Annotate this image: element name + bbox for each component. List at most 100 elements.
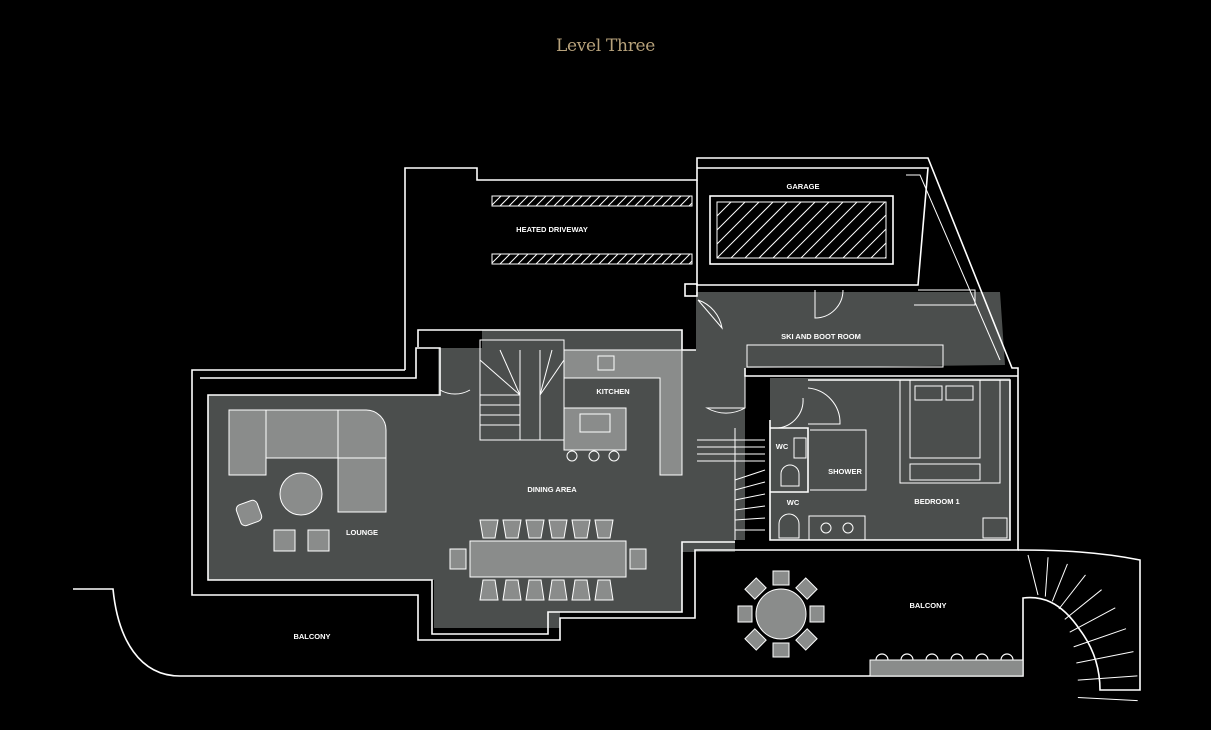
pillow — [914, 385, 943, 401]
ski-bench — [746, 344, 944, 368]
vanity — [808, 515, 866, 541]
hatch-line — [535, 253, 547, 265]
hatch-line — [625, 253, 637, 265]
side-table — [273, 529, 296, 552]
hatch-line — [580, 253, 592, 265]
door-garage[interactable] — [814, 289, 844, 319]
hatch-line — [870, 242, 887, 259]
dining-chair — [479, 519, 499, 539]
dining-chair — [449, 548, 467, 570]
bed-bench — [909, 463, 981, 481]
door-stair[interactable] — [705, 370, 746, 414]
nightstand — [982, 517, 1008, 539]
hatch-line — [544, 195, 556, 207]
seat — [900, 653, 914, 661]
hatch-border — [491, 253, 693, 265]
coffee-table — [279, 472, 323, 516]
hatch-line — [491, 253, 502, 264]
column — [684, 283, 698, 297]
dining-chair — [502, 519, 522, 539]
basin-icon — [842, 522, 854, 534]
hatch-line — [856, 228, 887, 259]
hatch-border — [491, 195, 693, 207]
balcony-outline — [73, 549, 1141, 691]
dining-chair — [594, 579, 614, 601]
stair-tread — [734, 505, 766, 511]
hatch-line — [670, 195, 682, 207]
label-wc-1: WC — [776, 442, 789, 451]
dining-chair — [629, 548, 647, 570]
hatch-line — [589, 195, 601, 207]
label-kitchen: KITCHEN — [596, 387, 629, 396]
hatch-line — [598, 195, 610, 207]
bed — [909, 379, 981, 459]
hatching — [491, 195, 887, 265]
dining-chair — [571, 579, 591, 601]
balcony-seats — [875, 653, 1014, 661]
hatch-line — [616, 253, 628, 265]
round-table-chair — [772, 642, 790, 658]
door-lounge[interactable] — [439, 360, 471, 395]
label-shower: SHOWER — [828, 467, 862, 476]
stair-tread — [539, 349, 553, 396]
stair-tread — [734, 517, 766, 521]
floor-title: Level Three — [555, 36, 656, 56]
wc-wall — [770, 427, 809, 493]
inner-wall-lounge — [200, 347, 735, 635]
step-line — [1077, 696, 1138, 702]
dining-chairs — [449, 519, 647, 601]
sofa — [228, 409, 387, 513]
hatch-line — [842, 214, 887, 259]
bedroom-floor — [770, 378, 1010, 540]
hatch-line — [730, 201, 788, 259]
stair-tread — [539, 359, 565, 396]
step-line — [1027, 554, 1039, 596]
step-line — [1058, 574, 1086, 610]
hatch-line — [562, 253, 574, 265]
hatch-line — [652, 195, 664, 207]
label-dining-area: DINING AREA — [527, 485, 577, 494]
stair-kitchen — [479, 339, 565, 441]
hatch-line — [758, 201, 816, 259]
step-line — [1077, 675, 1138, 681]
stool — [566, 450, 578, 462]
toilet-icon — [780, 464, 800, 487]
hatch-line — [553, 195, 565, 207]
hatch-line — [508, 195, 520, 207]
step-line — [1073, 628, 1127, 648]
dining-chair — [479, 579, 499, 601]
dining-chair — [571, 519, 591, 539]
hatch-line — [571, 253, 583, 265]
kitchen-wall — [417, 329, 696, 351]
hatch-line — [643, 253, 655, 265]
door-wc[interactable] — [777, 397, 804, 429]
hatch-line — [814, 201, 872, 259]
dining-chair — [502, 579, 522, 601]
seat — [975, 653, 989, 661]
hatch-line — [499, 195, 511, 207]
round-table-chair — [809, 605, 825, 623]
dining-chair — [594, 519, 614, 539]
hatch-border — [716, 201, 887, 259]
hatch-line — [499, 253, 511, 265]
hatch-line — [643, 195, 655, 207]
dining-chair — [525, 519, 545, 539]
round-table-chair — [772, 570, 790, 586]
seat — [1000, 653, 1014, 661]
garage-side-wall — [906, 174, 1001, 361]
hatch-line — [800, 201, 858, 259]
door-bedroom[interactable] — [807, 387, 841, 425]
hatch-line — [661, 253, 673, 265]
round-table-chair — [795, 577, 818, 600]
label-balcony-left: BALCONY — [293, 632, 330, 641]
stair-tread — [734, 469, 766, 481]
hatch-line — [634, 195, 646, 207]
dining-chair — [548, 519, 568, 539]
hatch-line — [716, 201, 746, 231]
hatch-line — [607, 195, 619, 207]
hatch-line — [625, 195, 637, 207]
balcony-steps — [1027, 554, 1138, 702]
door-ski[interactable] — [697, 299, 723, 330]
label-garage: GARAGE — [787, 182, 820, 191]
